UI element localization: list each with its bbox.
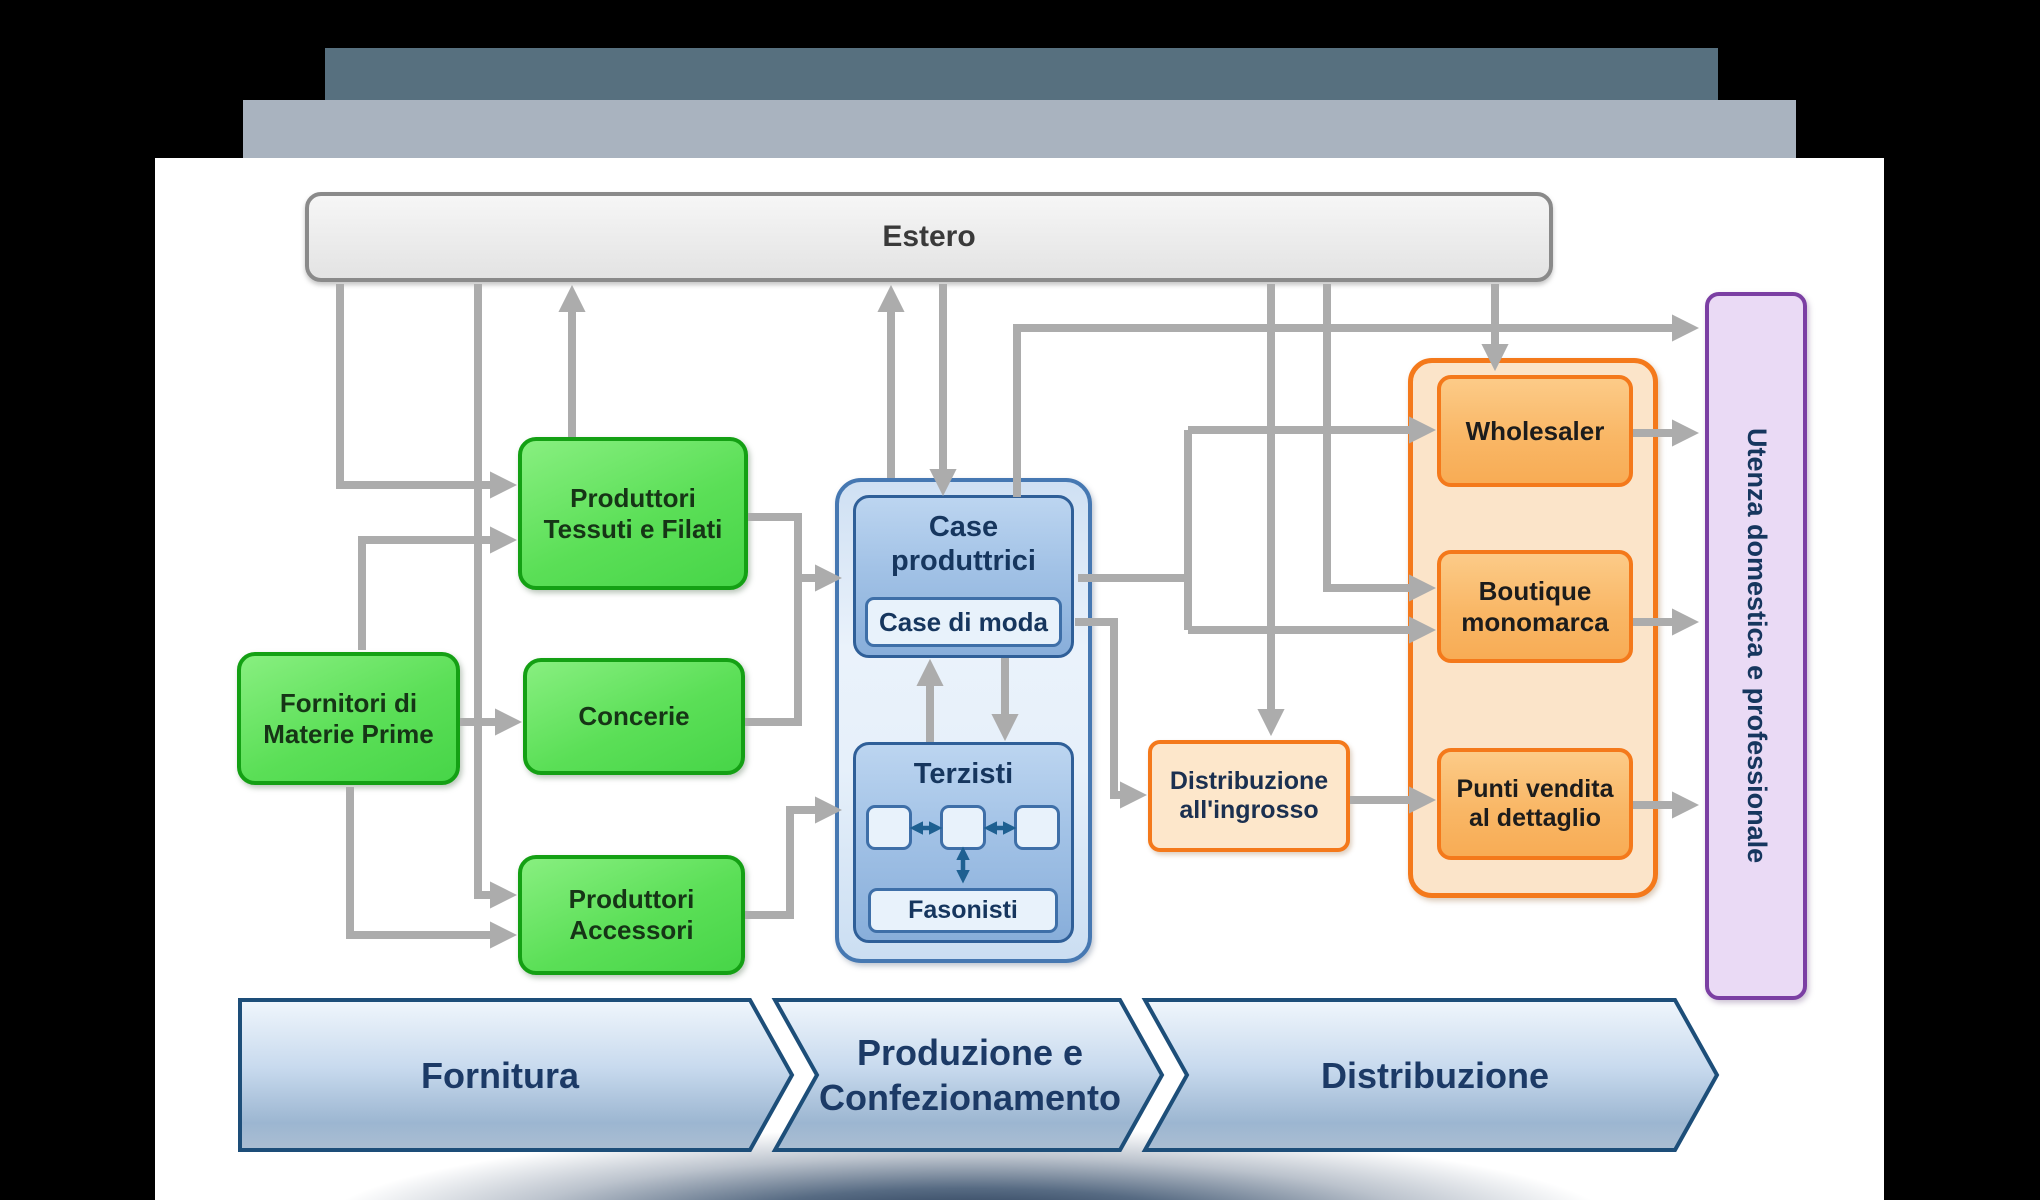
produttori-accessori-box: Produttori Accessori	[518, 855, 745, 975]
fasonisti-label: Fasonisti	[908, 895, 1018, 924]
estero-box: Estero	[305, 192, 1553, 282]
boutique-label: Boutique monomarca	[1461, 575, 1609, 637]
estero-label: Estero	[882, 220, 976, 254]
produttori-tessuti-filati-box: Produttori Tessuti e Filati	[518, 437, 748, 590]
utenza-box: Utenza domestica e professionale	[1705, 292, 1807, 1000]
ingrosso-label: Distribuzione all'ingrosso	[1169, 766, 1329, 825]
punti-label: Punti vendita al dettaglio	[1456, 774, 1614, 833]
terzisti-unit-1	[866, 805, 912, 850]
top-bar-dark	[325, 48, 1718, 105]
fornitori-materie-prime-box: Fornitori di Materie Prime	[237, 652, 460, 785]
wholesaler-box: Wholesaler	[1437, 375, 1633, 487]
terzisti-unit-3	[1014, 805, 1060, 850]
fasonisti-box: Fasonisti	[868, 888, 1058, 933]
top-bar-light	[243, 100, 1796, 158]
produzione-text: Produzione e Confezionamento	[819, 1032, 1121, 1118]
accessori-label: Produttori Accessori	[568, 884, 695, 945]
distribuzione-text: Distribuzione	[1320, 1054, 1549, 1096]
wholesaler-label: Wholesaler	[1465, 415, 1605, 446]
case-di-moda-label: Case di moda	[878, 606, 1049, 637]
punti-vendita-box: Punti vendita al dettaglio	[1437, 748, 1633, 860]
concerie-label: Concerie	[578, 701, 690, 732]
distribuzione-ingrosso-box: Distribuzione all'ingrosso	[1148, 740, 1350, 852]
tessuti-label: Produttori Tessuti e Filati	[543, 482, 723, 544]
case-produttrici-label: Case produttrici	[891, 511, 1036, 578]
terzisti-unit-2	[940, 805, 986, 850]
fornitori-label: Fornitori di Materie Prime	[263, 687, 434, 749]
concerie-box: Concerie	[523, 658, 745, 775]
terzisti-label: Terzisti	[913, 758, 1014, 790]
fornitura-text: Fornitura	[421, 1054, 579, 1096]
boutique-monomarca-box: Boutique monomarca	[1437, 550, 1633, 663]
phase-label-fornitura: Fornitura	[260, 1018, 740, 1132]
case-di-moda-box: Case di moda	[865, 597, 1062, 647]
phase-label-distribuzione: Distribuzione	[1180, 1018, 1690, 1132]
phase-label-produzione: Produzione e Confezionamento	[805, 1012, 1135, 1138]
utenza-label: Utenza domestica e professionale	[1741, 428, 1772, 864]
